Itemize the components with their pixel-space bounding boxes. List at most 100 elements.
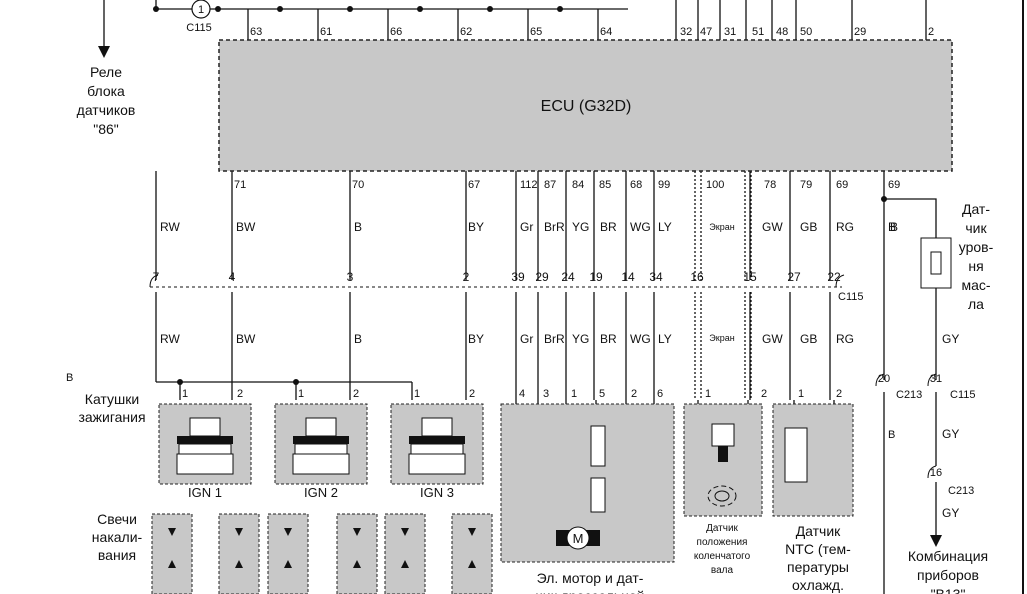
wire-color: GY xyxy=(942,427,959,441)
pin-label: 85 xyxy=(599,179,611,191)
pin-label: 61 xyxy=(320,26,332,38)
potentiometer xyxy=(590,477,606,513)
connector-arc xyxy=(927,465,937,479)
pin-label: 29 xyxy=(854,26,866,38)
pin-label: 1 xyxy=(798,388,804,400)
wire-color: RG xyxy=(836,220,854,234)
ntc-label: пературы xyxy=(787,559,849,575)
ign-label: IGN 3 xyxy=(420,485,454,500)
relay-label: датчиков xyxy=(77,102,136,118)
arrow-down-icon xyxy=(168,528,176,536)
ntc-label: охлажд. xyxy=(792,577,844,593)
pin-label: 48 xyxy=(776,26,788,38)
pin-label: 32 xyxy=(680,26,692,38)
coil-body xyxy=(177,436,233,444)
oil-label: ла xyxy=(968,296,984,312)
plugs-label: накали- xyxy=(92,529,143,545)
oil-sensor-body xyxy=(920,237,952,289)
wire-color: B xyxy=(354,332,362,346)
wire-color: LY xyxy=(658,332,672,346)
motor-symbol: M xyxy=(573,531,584,546)
relay-label: "86" xyxy=(93,121,119,137)
connector-arc xyxy=(875,373,885,387)
connector-label: C213 xyxy=(948,485,974,497)
arrow-up-icon xyxy=(401,560,409,568)
arrow-down-icon xyxy=(235,528,243,536)
coil-body xyxy=(421,417,453,437)
ign-label: IGN 1 xyxy=(188,485,222,500)
reluctor-ring xyxy=(714,490,730,502)
motor-label: чик дроссельной xyxy=(536,588,645,594)
junction-dot xyxy=(277,6,283,12)
coil-body xyxy=(178,443,232,455)
pin-label: 15 xyxy=(743,270,757,284)
wire-color: GY xyxy=(942,332,959,346)
crank-label: коленчатого xyxy=(694,551,751,562)
pin-label: 1 xyxy=(414,388,420,400)
pin-label: 2 xyxy=(353,388,359,400)
pin-label: 87 xyxy=(544,179,556,191)
pin-label: 1 xyxy=(705,388,711,400)
pin-label: 79 xyxy=(800,179,812,191)
pin-label: 62 xyxy=(460,26,472,38)
pin-label: 2 xyxy=(761,388,767,400)
junction-dot xyxy=(417,6,423,12)
arrow-down-icon xyxy=(401,528,409,536)
pin-label: 78 xyxy=(764,179,776,191)
wire-color: YG xyxy=(572,332,589,346)
coil-body xyxy=(410,443,464,455)
ecu-block xyxy=(218,39,953,172)
plugs-label: вания xyxy=(98,547,136,563)
glow-plug xyxy=(151,513,193,594)
arrow-up-icon xyxy=(353,560,361,568)
connector-label: C213 xyxy=(896,389,922,401)
pin-label: 1 xyxy=(298,388,304,400)
pin-label: 2 xyxy=(463,270,470,284)
pin-label: 99 xyxy=(658,179,670,191)
wire-color: BY xyxy=(468,220,484,234)
pin-label: 3 xyxy=(347,270,354,284)
pin-label: 69 xyxy=(888,179,900,191)
wire-color: WG xyxy=(630,332,651,346)
pin-label: 84 xyxy=(572,179,584,191)
pin-label: 2 xyxy=(928,26,934,38)
sensor-tip xyxy=(718,446,728,462)
pin-label: 20 xyxy=(878,373,890,385)
pin-label: 4 xyxy=(519,388,525,400)
wire-color: YG xyxy=(572,220,589,234)
arrow-up-icon xyxy=(235,560,243,568)
oil-label: ня xyxy=(968,258,983,274)
relay-label: Реле xyxy=(90,64,122,80)
pin-label: 69 xyxy=(836,179,848,191)
pin-label: 31 xyxy=(724,26,736,38)
pin-label: 64 xyxy=(600,26,612,38)
motor-icon xyxy=(566,526,590,550)
pin-label: 19 xyxy=(589,270,603,284)
coil-body xyxy=(292,453,350,475)
pin-label: 1 xyxy=(571,388,577,400)
relay-label: блока xyxy=(87,83,125,99)
plugs-label: Свечи xyxy=(97,511,137,527)
wire-color: B xyxy=(354,220,362,234)
pin-label: 112 xyxy=(520,179,538,191)
oil-label: чик xyxy=(965,220,987,236)
pin-label: 16 xyxy=(930,467,942,479)
reluctor-ring xyxy=(707,485,737,507)
connector-pin: 1 xyxy=(198,4,204,16)
coils-label: зажигания xyxy=(78,409,145,425)
pin-label: 7 xyxy=(153,270,160,284)
crank-label: положения xyxy=(697,537,748,548)
wire-color: B xyxy=(66,372,73,384)
wire-color: BY xyxy=(468,332,484,346)
potentiometer xyxy=(590,425,606,467)
shield-label: Экран xyxy=(709,222,734,232)
junction-dot xyxy=(881,196,887,202)
wire-color: GY xyxy=(942,506,959,520)
arrow-down-icon xyxy=(468,528,476,536)
wire-color: GB xyxy=(800,220,817,234)
junction-dot xyxy=(347,6,353,12)
wire-color: GW xyxy=(762,220,783,234)
oil-label: уров- xyxy=(959,239,994,255)
wire-color: BW xyxy=(236,220,256,234)
